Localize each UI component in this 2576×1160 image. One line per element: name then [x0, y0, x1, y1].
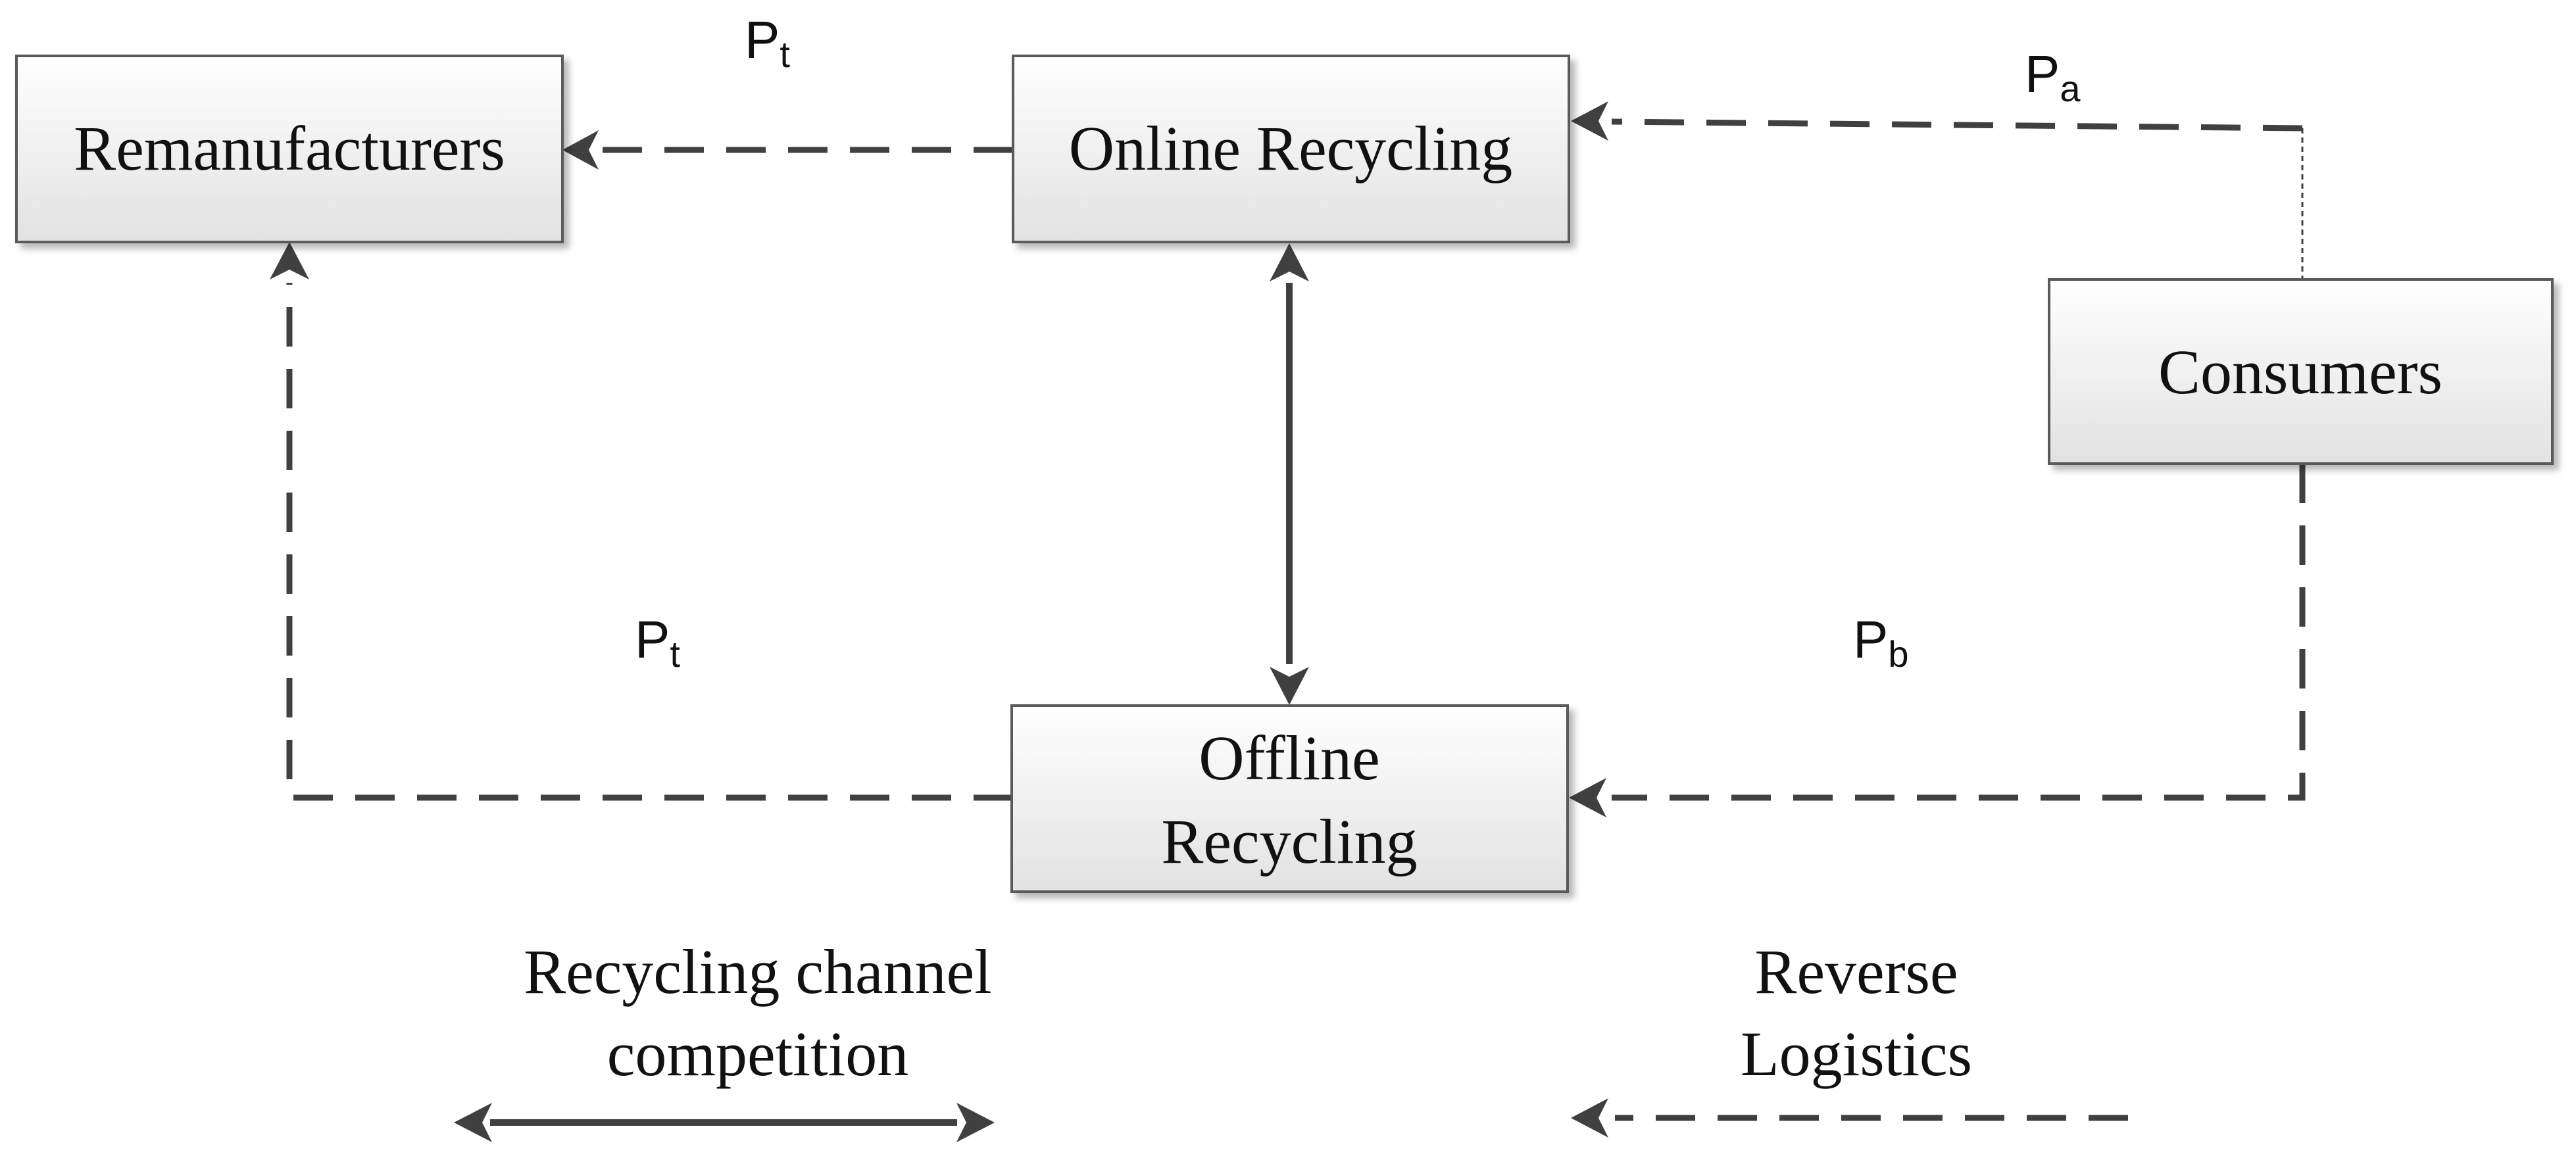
- flow-label-consumers-to-online: Pa: [2025, 45, 2081, 109]
- node-consumers: Consumers: [2048, 278, 2554, 465]
- legend-competition-line1: Recycling channel: [524, 936, 992, 1007]
- flow-online-to-remanufacturers-arrowhead: [562, 130, 599, 170]
- node-offline-recycling: Offline Recycling: [1010, 704, 1569, 893]
- legend-competition: Recycling channel competition: [454, 936, 995, 1142]
- legend-reverse-logistics-line2: Logistics: [1741, 1019, 1972, 1089]
- flow-label-offline-to-remanufacturers: Pt: [635, 610, 680, 675]
- flow-consumers-to-offline-line: [1612, 464, 2306, 801]
- flow-offline-to-remanufacturers-line: [286, 283, 1013, 801]
- legend-competition-line2: competition: [607, 1019, 909, 1089]
- legend-reverse-logistics-arrowhead: [1571, 1098, 1608, 1138]
- node-offline-recycling-label-line1: Offline: [1199, 723, 1379, 793]
- competition-arrowhead-top: [1270, 243, 1309, 281]
- connectors: [270, 101, 2306, 817]
- node-offline-recycling-label-line2: Recycling: [1161, 806, 1417, 877]
- node-remanufacturers-label: Remanufacturers: [74, 113, 505, 183]
- node-remanufacturers: Remanufacturers: [15, 55, 564, 243]
- legend-reverse-logistics: Reverse Logistics: [1571, 936, 2128, 1138]
- flow-offline-to-remanufacturers-arrowhead: [270, 242, 309, 279]
- legend-competition-arrowhead-left: [454, 1103, 492, 1142]
- flow-consumers-to-offline-arrowhead: [1569, 778, 1606, 817]
- flow-consumers-to-online-line: [1611, 118, 2303, 132]
- node-online-recycling-label: Online Recycling: [1069, 113, 1512, 183]
- flow-label-consumers-to-offline: Pb: [1853, 610, 1909, 675]
- competition-arrowhead-bottom: [1270, 667, 1309, 705]
- flow-label-online-to-remanufacturers: Pt: [745, 11, 790, 75]
- node-consumers-label: Consumers: [2158, 337, 2442, 407]
- legend-reverse-logistics-line1: Reverse: [1754, 936, 1958, 1007]
- node-online-recycling: Online Recycling: [1012, 55, 1570, 243]
- flow-consumers-to-online-arrowhead: [1571, 101, 1608, 141]
- legend-competition-arrowhead-right: [956, 1103, 995, 1142]
